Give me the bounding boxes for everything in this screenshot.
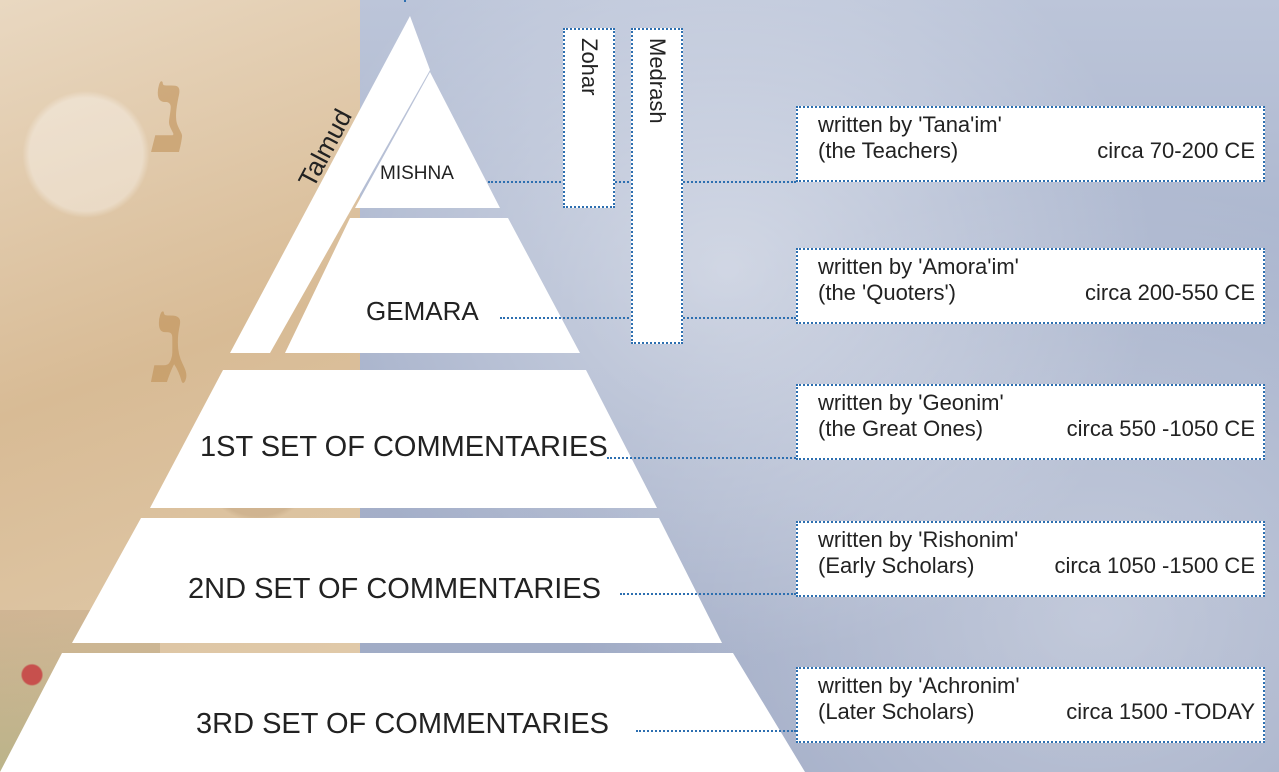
first-commentaries-label: 1ST SET OF COMMENTARIES	[200, 431, 608, 463]
first-commentaries-circa: circa 550 -1050 CE	[1066, 416, 1255, 441]
first-commentaries-group: (the Great Ones)	[818, 416, 984, 441]
third-commentaries-circa: circa 1500 -TODAY	[1066, 699, 1255, 724]
third-commentaries-info-box: written by 'Achronim' (Later Scholars) c…	[796, 667, 1265, 743]
second-commentaries-group: (Early Scholars)	[818, 553, 975, 578]
first-commentaries-connector	[607, 457, 796, 459]
hebrew-letter-decoration: נ	[150, 40, 190, 181]
third-commentaries-connector	[636, 730, 796, 732]
third-commentaries-tier	[0, 653, 805, 772]
apex-marker	[404, 0, 406, 2]
medrash-box: Medrash	[631, 28, 683, 344]
gemara-author: written by 'Amora'im'	[818, 254, 1019, 279]
third-commentaries-author: written by 'Achronim'	[818, 673, 1020, 698]
second-commentaries-label: 2ND SET OF COMMENTARIES	[188, 573, 602, 605]
first-commentaries-author: written by 'Geonim'	[818, 390, 1004, 415]
gemara-circa: circa 200-550 CE	[1085, 280, 1255, 305]
second-commentaries-circa: circa 1050 -1500 CE	[1054, 553, 1255, 578]
gemara-info-box: written by 'Amora'im' (the 'Quoters') ci…	[796, 248, 1265, 324]
gemara-group: (the 'Quoters')	[818, 280, 957, 305]
mishna-group: (the Teachers)	[818, 138, 959, 163]
third-commentaries-label: 3RD SET OF COMMENTARIES	[196, 708, 610, 740]
second-commentaries-info-box: written by 'Rishonim' (Early Scholars) c…	[796, 521, 1265, 597]
talmud-tier	[230, 16, 430, 353]
second-commentaries-tier	[72, 518, 722, 643]
mishna-tier	[355, 72, 500, 208]
second-commentaries-connector	[620, 593, 796, 595]
mishna-label: MISHNA	[380, 163, 454, 184]
gemara-label: GEMARA	[366, 296, 479, 326]
mishna-author: written by 'Tana'im'	[818, 112, 1002, 137]
medrash-label: Medrash	[645, 38, 670, 124]
first-commentaries-tier	[150, 370, 657, 508]
third-commentaries-group: (Later Scholars)	[818, 699, 975, 724]
gemara-tier	[285, 218, 580, 353]
mishna-circa: circa 70-200 CE	[1097, 138, 1255, 163]
second-commentaries-author: written by 'Rishonim'	[818, 527, 1019, 552]
hebrew-letter-decoration: ג	[150, 270, 190, 411]
zohar-box: Zohar	[563, 28, 615, 208]
mishna-info-box: written by 'Tana'im' (the Teachers) circ…	[796, 106, 1265, 182]
first-commentaries-info-box: written by 'Geonim' (the Great Ones) cir…	[796, 384, 1265, 460]
zohar-label: Zohar	[577, 38, 602, 96]
